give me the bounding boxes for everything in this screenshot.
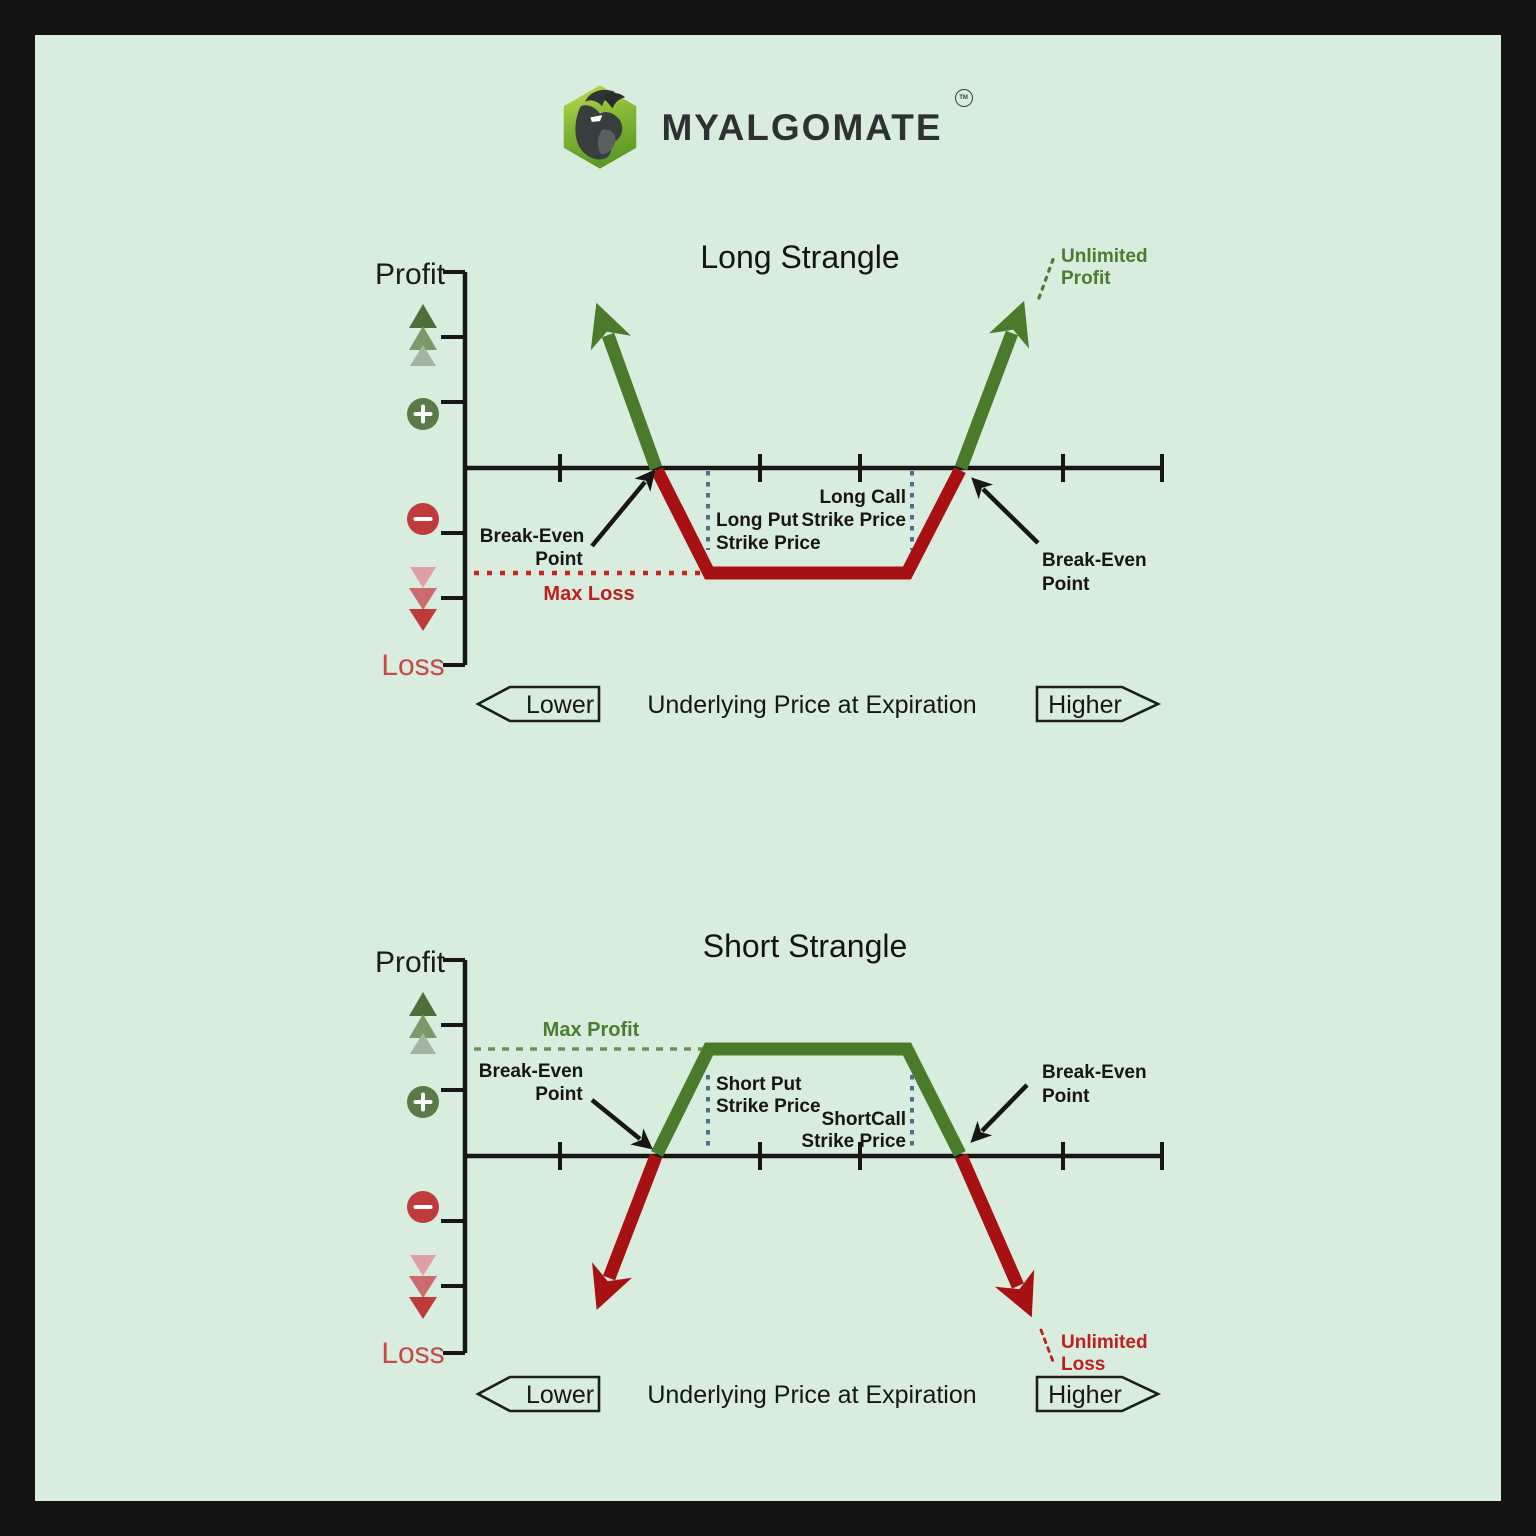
- break-even-right-line2: Point: [1042, 574, 1090, 595]
- break-even-left-line1: Break-Even: [479, 1061, 584, 1082]
- chart-title: Short Strangle: [703, 928, 908, 964]
- higher-tag-label: Higher: [1048, 691, 1122, 719]
- profit-axis-label: Profit: [375, 946, 446, 979]
- unlimited-loss-label-line1: Unlimited: [1061, 1332, 1148, 1353]
- unlimited-profit-dotted-connector: [1037, 252, 1057, 300]
- brand-header: MYALGOMATE TM: [35, 85, 1501, 169]
- break-even-left-line1: Break-Even: [480, 526, 585, 547]
- up-triangle-dark-icon: [409, 992, 437, 1016]
- down-triangle-pale-icon: [410, 1255, 436, 1276]
- brand-wordmark: MYALGOMATE: [661, 106, 943, 148]
- break-even-left-line2: Point: [535, 1084, 583, 1105]
- loss-axis-label: Loss: [381, 1337, 444, 1370]
- break-even-right-arrow: [971, 477, 1040, 545]
- profit-arrow-left: [590, 302, 663, 471]
- break-even-right-line1: Break-Even: [1042, 550, 1147, 571]
- call-strike-label-line1: ShortCall: [822, 1109, 906, 1130]
- down-triangle-dark-icon: [409, 609, 437, 631]
- chart-title: Long Strangle: [700, 239, 899, 275]
- up-triangle-pale-icon: [410, 1033, 436, 1054]
- x-axis: [465, 1142, 1164, 1170]
- call-strike-label-line2: Strike Price: [801, 510, 906, 531]
- bull-jaw: [598, 129, 617, 155]
- x-axis-title: Underlying Price at Expiration: [647, 1381, 976, 1409]
- break-even-right-arrow: [970, 1083, 1029, 1143]
- down-triangle-mid-icon: [409, 588, 437, 610]
- profit-arrow-right: [954, 300, 1030, 471]
- put-strike-label-line1: Short Put: [716, 1074, 802, 1095]
- higher-tag-shape: [1035, 685, 1162, 723]
- down-triangle-dark-icon: [409, 1297, 437, 1319]
- trademark-badge: TM: [954, 89, 973, 107]
- y-axis: [441, 958, 468, 1355]
- call-strike-label-line2: Strike Price: [801, 1131, 906, 1152]
- break-even-left-arrow: [590, 469, 656, 548]
- unlimited-loss-dashed-connector: [1039, 1328, 1056, 1366]
- call-strike-label-line1: Long Call: [819, 487, 906, 508]
- bull-hexagon-logo-icon: [564, 85, 637, 169]
- lower-tag-shape: [475, 1375, 601, 1413]
- loss-payoff-segment: [651, 467, 966, 580]
- max-loss-label: Max Loss: [543, 583, 634, 605]
- unlimited-profit-label-line2: Profit: [1061, 268, 1111, 289]
- profit-axis-label: Profit: [375, 258, 446, 291]
- bull-horn-2: [601, 92, 626, 109]
- profit-payoff-segment: [651, 1042, 966, 1157]
- y-axis-ticks: [441, 1023, 465, 1288]
- break-even-left-line2: Point: [535, 549, 583, 570]
- put-strike-label-line2: Strike Price: [716, 1096, 821, 1117]
- lower-tag-label: Lower: [526, 691, 594, 719]
- y-axis: [441, 270, 468, 667]
- higher-tag-label: Higher: [1048, 1381, 1122, 1409]
- infographic-canvas: MYALGOMATE TM Long Strangle Profit Loss: [35, 35, 1501, 1501]
- x-axis-ticks: [558, 1142, 1164, 1170]
- short-strangle-chart: Short Strangle Profit Loss: [375, 928, 1164, 1413]
- up-triangle-mid-icon: [409, 1014, 437, 1038]
- up-triangle-pale-icon: [410, 345, 436, 366]
- loss-arrow-left: [592, 1153, 663, 1311]
- unlimited-profit-label-line1: Unlimited: [1061, 246, 1148, 267]
- y-axis-ticks: [441, 335, 465, 600]
- up-triangle-mid-icon: [409, 326, 437, 350]
- lower-tag-label: Lower: [526, 1381, 594, 1409]
- sentiment-icon-column: [407, 992, 439, 1319]
- long-strangle-chart: Long Strangle Profit Loss: [375, 239, 1164, 723]
- loss-axis-label: Loss: [381, 649, 444, 682]
- loss-arrow-right: [955, 1153, 1035, 1318]
- up-triangle-dark-icon: [409, 304, 437, 328]
- unlimited-loss-label-line2: Loss: [1061, 1354, 1105, 1375]
- down-triangle-mid-icon: [409, 1276, 437, 1298]
- x-axis: [465, 454, 1164, 482]
- x-axis-ticks: [558, 454, 1164, 482]
- higher-tag-shape: [1035, 1375, 1162, 1413]
- break-even-left-arrow: [590, 1098, 653, 1150]
- down-triangle-pale-icon: [410, 567, 436, 588]
- x-axis-title: Underlying Price at Expiration: [647, 691, 976, 719]
- max-profit-label: Max Profit: [543, 1019, 640, 1041]
- break-even-right-line2: Point: [1042, 1086, 1090, 1107]
- put-strike-label-line2: Strike Price: [716, 533, 821, 554]
- break-even-right-line1: Break-Even: [1042, 1062, 1147, 1083]
- put-strike-label-line1: Long Put: [716, 510, 799, 531]
- lower-tag-shape: [475, 685, 601, 723]
- sentiment-icon-column: [407, 304, 439, 631]
